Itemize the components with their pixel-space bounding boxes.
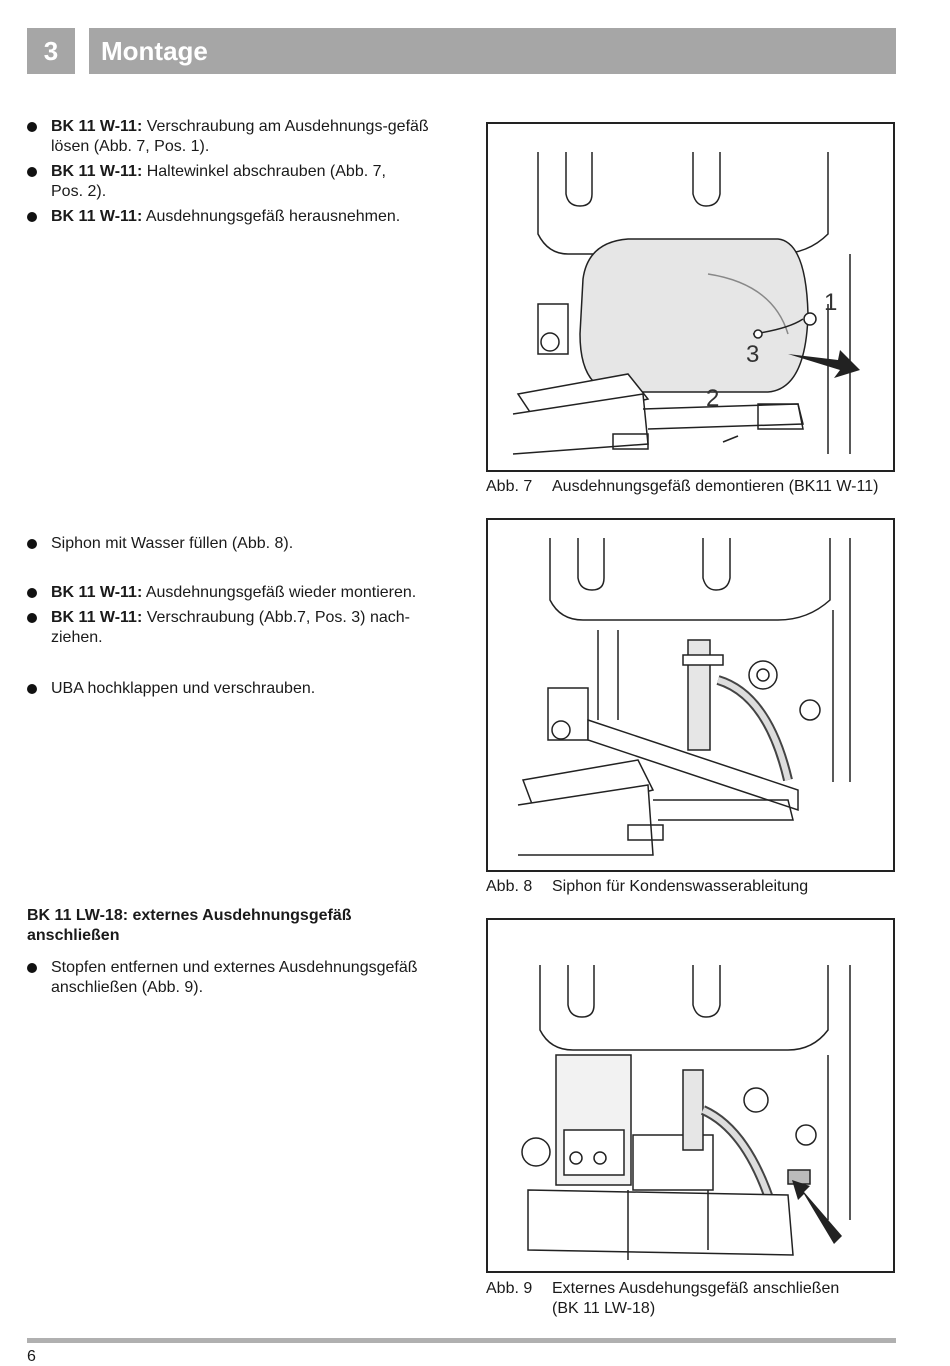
figure-9-caption: Abb. 9 Externes Ausdehungsgefäß anschlie… [486,1279,906,1319]
figure-7: 1 2 3 [486,122,895,472]
bullet-icon [27,963,37,973]
footer-rule [27,1338,896,1343]
caption-text: Siphon für Kondenswasserableitung [552,878,809,895]
model-label: BK 11 W-11: [51,118,143,135]
list-item: BK 11 W-11: Ausdehnungsgefäß herausnehme… [27,207,447,227]
callout-3: 3 [746,341,759,368]
figure-7-caption: Abb. 7 Ausdehnungsgefäß demontieren (BK1… [486,477,906,497]
list-item: Stopfen entfernen und externes Ausdehnun… [27,958,451,998]
list-item: UBA hochklappen und verschrauben. [27,679,447,699]
chapter-title: Montage [89,28,896,74]
section-heading: BK 11 LW-18: externes Ausdehnungsgefäß a… [27,907,352,944]
caption-text: Ausdehnungsgefäß demontieren (BK11 W-11) [552,478,879,495]
bullet-icon [27,539,37,549]
figure-8 [486,518,895,872]
callout-2: 2 [706,385,719,412]
caption-line-2: (BK 11 LW-18) [552,1300,656,1317]
bullet-icon [27,122,37,132]
list-item: BK 11 W-11: Verschraubung am Ausdehnungs… [27,117,441,157]
illustration-expansion-vessel: 1 2 3 [512,152,860,455]
bullet-icon [27,588,37,598]
item-text: Verschraubung (Abb.7, Pos. 3) nach-ziehe… [51,609,410,646]
bullet-icon [27,212,37,222]
item-text: UBA hochklappen und verschrauben. [51,680,316,697]
instruction-section-3: BK 11 LW-18: externes Ausdehnungsgefäß a… [27,906,447,998]
model-label: BK 11 W-11: [51,584,143,601]
item-text: Haltewinkel abschrauben (Abb. 7, Pos. 2)… [51,163,386,200]
bullet-icon [27,613,37,623]
bullet-icon [27,167,37,177]
instruction-list-2: Siphon mit Wasser füllen (Abb. 8). BK 11… [27,534,447,699]
figure-number: Abb. 7 [486,478,533,495]
figure-8-caption: Abb. 8 Siphon für Kondenswasserableitung [486,877,906,897]
figure-number: Abb. 9 [486,1280,533,1297]
caption-line-1: Externes Ausdehungsgefäß anschließen [552,1280,840,1297]
item-text: Siphon mit Wasser füllen (Abb. 8). [51,535,294,552]
caption-text: Externes Ausdehungsgefäß anschließen (BK… [552,1279,839,1319]
list-item: Siphon mit Wasser füllen (Abb. 8). [27,534,447,554]
model-label: BK 11 W-11: [51,609,143,626]
illustration-siphon [517,538,851,856]
list-item: BK 11 W-11: Ausdehnungsgefäß wieder mont… [27,583,447,603]
list-item: BK 11 W-11: Haltewinkel abschrauben (Abb… [27,162,391,202]
page-number: 6 [27,1348,36,1365]
instruction-list-1: BK 11 W-11: Verschraubung am Ausdehnungs… [27,117,447,227]
figure-9 [486,918,895,1273]
item-text: Ausdehnungsgefäß wieder montieren. [142,584,417,601]
figure-number: Abb. 8 [486,878,533,895]
chapter-number: 3 [27,28,75,74]
model-label: BK 11 W-11: [51,163,143,180]
list-item: BK 11 W-11: Verschraubung (Abb.7, Pos. 3… [27,608,441,648]
illustration-external-vessel-connection [521,965,851,1260]
callout-1: 1 [824,289,837,316]
item-text: Ausdehnungsgefäß herausnehmen. [142,208,401,225]
item-text: Verschraubung am Ausdehnungs-gefäß lösen… [51,118,429,155]
bullet-icon [27,684,37,694]
model-label: BK 11 W-11: [51,208,143,225]
item-text: Stopfen entfernen und externes Ausdehnun… [51,959,418,996]
